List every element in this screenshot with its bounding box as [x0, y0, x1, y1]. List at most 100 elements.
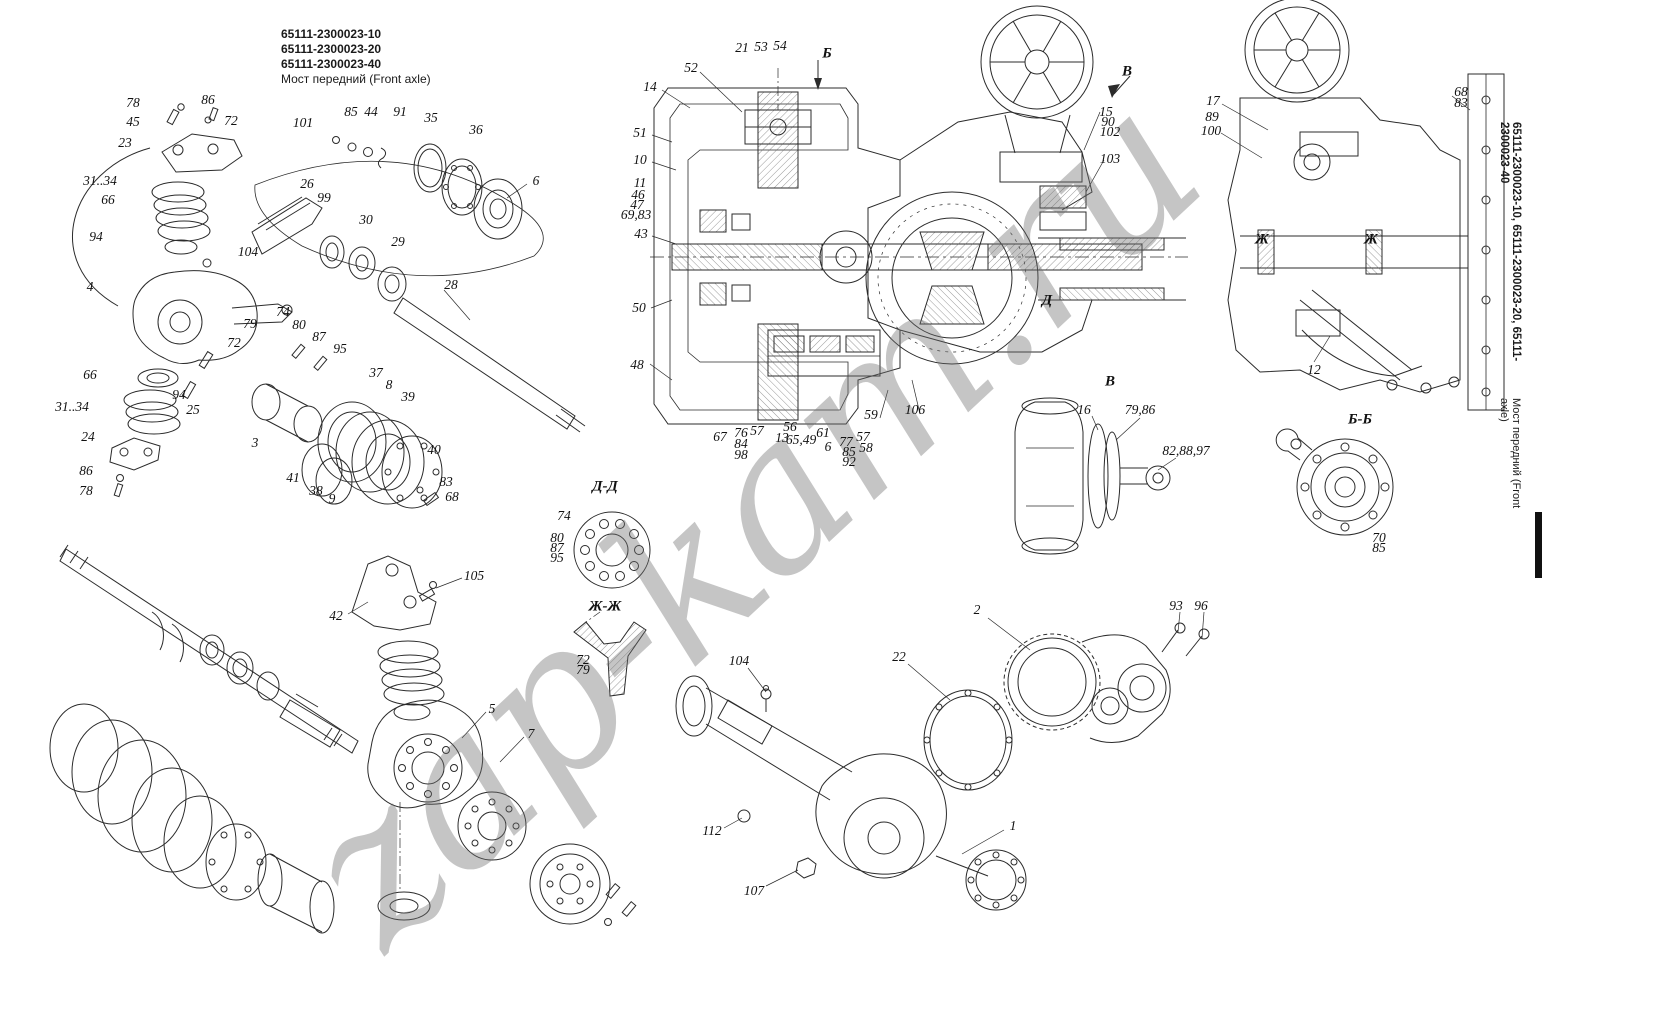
- callout-85: 85: [344, 104, 358, 119]
- callout-Д: Д: [1041, 292, 1053, 309]
- callout-99: 99: [317, 190, 331, 205]
- callout-79: 79: [243, 316, 257, 331]
- art-detail-bb: [1275, 428, 1394, 536]
- callout-68: 68: [445, 489, 459, 504]
- callout-42: 42: [329, 608, 343, 623]
- callout-Б-Б: Б-Б: [1347, 411, 1373, 428]
- callout-83: 83: [439, 474, 453, 489]
- callout-78: 78: [126, 95, 140, 110]
- art-detail-v: [1014, 397, 1171, 555]
- callout-1: 1: [1009, 818, 1017, 833]
- callout-44: 44: [364, 104, 378, 119]
- callout-21: 21: [735, 40, 749, 55]
- art-axleshaft-exploded: [49, 544, 637, 934]
- callout-90: 90: [1101, 114, 1115, 129]
- callout-54: 54: [773, 38, 787, 53]
- art-cross-section: [650, 5, 1188, 425]
- callout-95: 95: [550, 550, 564, 565]
- callout-66: 66: [83, 367, 97, 382]
- part-number-line: 65111-2300023-20: [281, 42, 382, 56]
- callout-6: 6: [532, 173, 540, 188]
- callout-3: 3: [251, 435, 259, 450]
- callout-В: В: [1121, 63, 1133, 80]
- callout-52: 52: [684, 60, 698, 75]
- callout-57: 57: [750, 423, 764, 438]
- callout-103: 103: [1099, 151, 1121, 166]
- callout-28: 28: [444, 277, 458, 292]
- callout-22: 22: [892, 649, 906, 664]
- callout-12: 12: [1307, 362, 1321, 377]
- side-label: 65111-2300023-10, 65111-2300023-20, 6511…: [1498, 122, 1522, 522]
- callout-51: 51: [633, 125, 647, 140]
- art-detail-zhzh: [573, 611, 647, 697]
- callout-76: 76: [734, 425, 748, 440]
- callout-93: 93: [1169, 598, 1183, 613]
- callout-56: 56: [783, 419, 797, 434]
- callout-10: 10: [633, 152, 647, 167]
- callout-82,88,97: 82,88,97: [1162, 443, 1210, 458]
- callout-29: 29: [391, 234, 405, 249]
- callout-13: 13: [775, 430, 789, 445]
- callout-50: 50: [632, 300, 646, 315]
- callout-46: 46: [631, 187, 645, 202]
- callout-31..34: 31..34: [55, 399, 89, 414]
- part-number-line: 65111-2300023-10: [281, 27, 382, 41]
- callout-96: 96: [1194, 598, 1208, 613]
- callout-79,86: 79,86: [1124, 402, 1156, 417]
- callout-41: 41: [286, 470, 300, 485]
- callout-85: 85: [1372, 540, 1386, 555]
- callout-95: 95: [333, 341, 347, 356]
- callout-45: 45: [126, 114, 140, 129]
- art-side-view: [1227, 0, 1505, 411]
- callout-8: 8: [385, 377, 393, 392]
- callout-57: 57: [856, 429, 870, 444]
- callout-94: 94: [172, 387, 186, 402]
- callout-80: 80: [292, 317, 306, 332]
- callout-107: 107: [743, 883, 765, 898]
- registration-bar: [1535, 512, 1542, 578]
- callout-72: 72: [576, 652, 590, 667]
- callout-66: 66: [101, 192, 115, 207]
- callout-104: 104: [237, 244, 259, 259]
- art-detail-v-assembly: [1091, 415, 1177, 471]
- title-block: 65111-2300023-10 65111-2300023-20 65111-…: [281, 27, 431, 87]
- callout-85: 85: [842, 444, 856, 459]
- callout-5: 5: [488, 701, 496, 716]
- callout-67: 67: [713, 429, 727, 444]
- callout-47: 47: [630, 197, 644, 212]
- callout-16: 16: [1077, 402, 1091, 417]
- callout-87: 87: [550, 540, 564, 555]
- callout-6: 6: [824, 439, 832, 454]
- callout-86: 86: [201, 92, 215, 107]
- callout-77: 77: [839, 434, 853, 449]
- callout-Б: Б: [822, 45, 832, 62]
- callout-79: 79: [576, 662, 590, 677]
- callout-31..34: 31..34: [83, 173, 117, 188]
- callout-39: 39: [401, 389, 415, 404]
- callout-7: 7: [527, 726, 535, 741]
- callout-87: 87: [312, 329, 326, 344]
- callout-Ж: Ж: [1255, 231, 1269, 248]
- callout-101: 101: [292, 115, 314, 130]
- callout-Д-Д: Д-Д: [592, 478, 618, 495]
- callout-30: 30: [359, 212, 373, 227]
- callout-74: 74: [276, 304, 290, 319]
- callout-68: 68: [1454, 84, 1468, 99]
- side-diagram-title: Мост передний (Front axle): [1498, 397, 1522, 509]
- art-axle-housing: [675, 611, 1210, 911]
- callout-9: 9: [328, 491, 336, 506]
- callout-84: 84: [734, 436, 748, 451]
- callout-69,83: 69,83: [620, 207, 652, 222]
- callout-Ж: Ж: [1364, 231, 1378, 248]
- callout-102: 102: [1099, 124, 1121, 139]
- callout-61: 61: [816, 425, 830, 440]
- callout-98: 98: [734, 447, 748, 462]
- callout-38: 38: [309, 483, 323, 498]
- callout-24: 24: [81, 429, 95, 444]
- callout-Ж-Ж: Ж-Ж: [588, 598, 622, 615]
- callout-74: 74: [557, 508, 571, 523]
- callout-94: 94: [89, 229, 103, 244]
- callout-80: 80: [550, 530, 564, 545]
